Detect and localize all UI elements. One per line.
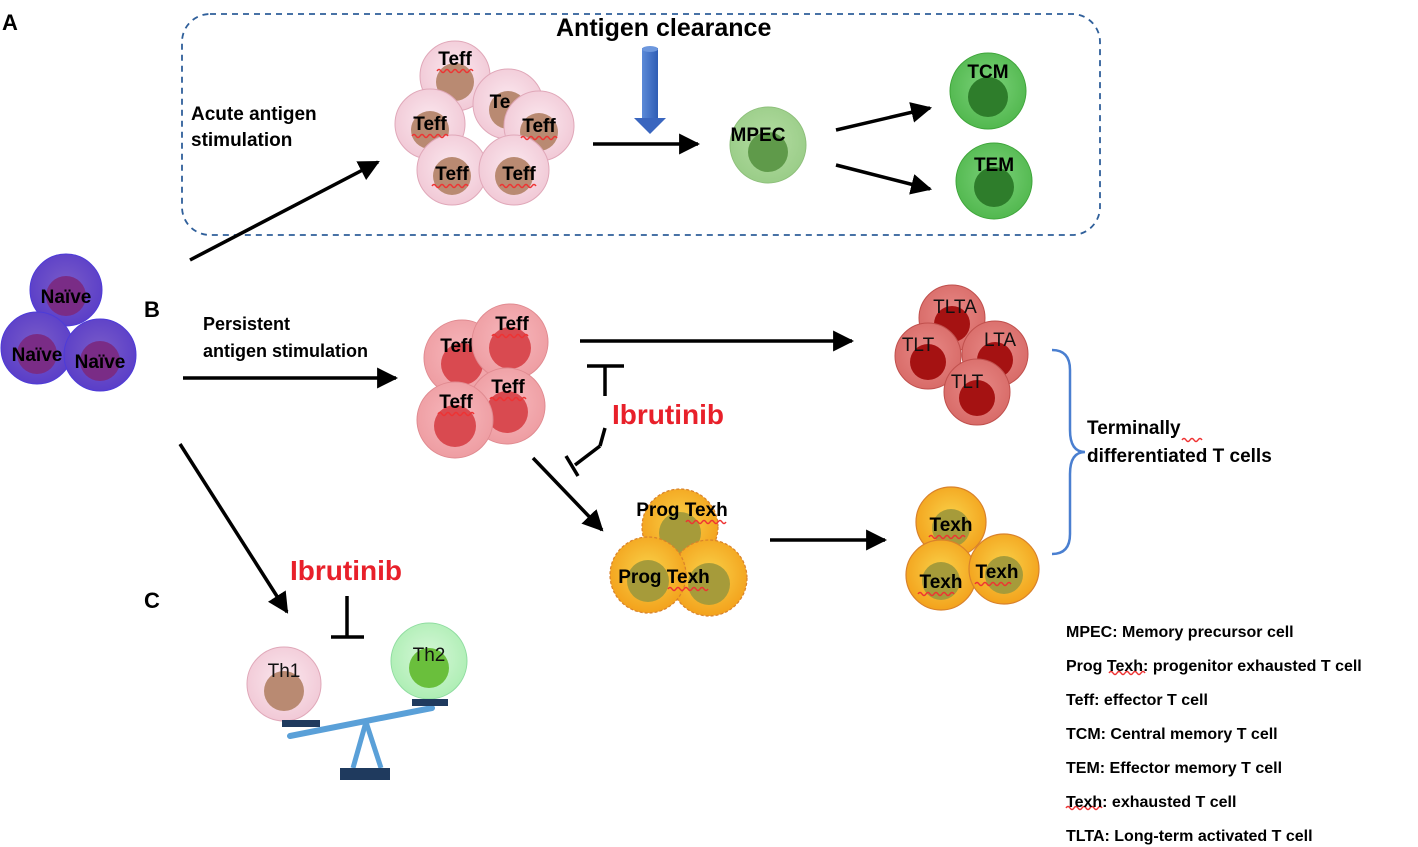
teff-cell-label: Teff	[522, 116, 556, 137]
mpec-cell-label: MPEC	[731, 125, 786, 146]
legend-item: MPEC: Memory precursor cell	[1066, 624, 1294, 641]
tlta-cell-label: TLTA	[933, 297, 977, 318]
legend: MPEC: Memory precursor cell Prog Texh: p…	[1066, 624, 1362, 845]
naive-cell-group: Naïve Naïve Naïve	[0, 253, 137, 392]
acute-dashed-box	[181, 13, 1101, 236]
panel-label-a: A	[2, 10, 18, 35]
teff-cell-label: Teff	[439, 392, 473, 413]
terminal-label-line2: differentiated T cells	[1087, 446, 1272, 467]
tlta-cell: TLT	[894, 322, 962, 390]
teff-cell-label: Teff	[491, 377, 525, 398]
th2-cell: Th2	[390, 622, 468, 700]
persistent-label-line2: antigen stimulation	[203, 341, 368, 361]
arrow-naive-to-th1	[178, 443, 289, 614]
tlta-cell-label: TLT	[951, 372, 984, 393]
mpec-cell: MPEC	[729, 106, 807, 184]
texh-cell-label: Texh	[920, 572, 963, 593]
teff-cell-label: Teff	[502, 164, 536, 185]
prog-texh-label: Prog Texh	[618, 567, 710, 588]
naive-cell: Naïve	[0, 311, 74, 385]
prog-texh-cell	[670, 539, 748, 617]
prog-texh-label: Prog Texh	[636, 500, 728, 521]
naive-cell-label: Naïve	[75, 352, 126, 373]
tem-cell: TEM	[955, 142, 1033, 220]
spellcheck-underlines	[411, 68, 1203, 811]
arrow-mpec-to-tcm	[835, 102, 933, 132]
teff-cell: Teff	[416, 134, 488, 206]
acute-label-line1: Acute antigen	[191, 104, 317, 125]
terminal-label-line1: Terminally	[1087, 418, 1181, 439]
tlta-cell: TLT	[943, 358, 1011, 426]
ibrutinib-inhibition-bottom	[331, 596, 364, 639]
teff-cell-label: Teff	[435, 164, 469, 185]
texh-group: Texh Texh Texh	[905, 486, 1040, 611]
prog-texh-group: Prog Texh Prog Texh	[609, 488, 748, 617]
texh-cell-label: Texh	[930, 515, 973, 536]
antigen-clearance-label: Antigen clearance	[556, 14, 771, 42]
persistent-teff-group: Teff Teff Teff Teff	[416, 303, 549, 459]
seesaw-balance	[282, 699, 448, 780]
tcm-cell: TCM	[949, 52, 1027, 130]
acute-teff-group: Teff Te Teff Teff Teff Teff	[394, 40, 575, 206]
tlta-cell-label: TLT	[902, 335, 935, 356]
naive-cell: Naïve	[63, 318, 137, 392]
antigen-clearance-arrow	[634, 46, 666, 134]
panel-label-c: C	[144, 588, 160, 613]
ibrutinib-label-top: Ibrutinib	[612, 399, 724, 430]
legend-item: TLTA: Long-term activated T cell	[1066, 828, 1313, 845]
arrow-naive-to-acute	[189, 160, 380, 262]
naive-cell-label: Naïve	[41, 287, 92, 308]
teff-cell-label: Teff	[440, 336, 474, 357]
teff-cell: Teff	[416, 381, 494, 459]
th2-cell-label: Th2	[413, 645, 446, 666]
teff-cell-label: Teff	[495, 314, 529, 335]
prog-texh-cell	[609, 536, 687, 614]
terminal-bracket	[1051, 348, 1086, 556]
teff-cell-label: Teff	[438, 49, 472, 70]
legend-item: TEM: Effector memory T cell	[1066, 760, 1282, 777]
legend-item: Texh: exhausted T cell	[1066, 794, 1236, 811]
persistent-label-line1: Persistent	[203, 314, 290, 334]
teff-cell-label: Te	[490, 92, 511, 113]
tlta-group: TLTA TLT LTA TLT	[894, 284, 1029, 426]
teff-cell: Teff	[478, 134, 550, 206]
teff-cell-label: Teff	[413, 114, 447, 135]
ibrutinib-label-bottom: Ibrutinib	[290, 555, 402, 586]
tem-cell-label: TEM	[974, 155, 1014, 176]
naive-cell-label: Naïve	[12, 345, 63, 366]
legend-item: TCM: Central memory T cell	[1066, 726, 1278, 743]
tlta-cell-label: LTA	[984, 330, 1016, 351]
th1-cell-label: Th1	[268, 661, 301, 682]
acute-label-line2: stimulation	[191, 130, 292, 151]
teff-cell: Teff	[471, 303, 549, 381]
legend-item: Prog Texh: progenitor exhausted T cell	[1066, 658, 1362, 675]
legend-item: Teff: effector T cell	[1066, 692, 1208, 709]
arrow-teff-to-prog-texh	[531, 456, 604, 532]
texh-cell	[968, 533, 1040, 605]
panel-label-b: B	[144, 297, 160, 322]
naive-cell: Naïve	[29, 253, 103, 327]
th1-cell: Th1	[246, 646, 322, 722]
ibrutinib-inhibition-top	[564, 364, 624, 477]
tcm-cell-label: TCM	[967, 62, 1008, 83]
texh-cell-label: Texh	[976, 562, 1019, 583]
arrow-mpec-to-tem	[835, 163, 933, 195]
